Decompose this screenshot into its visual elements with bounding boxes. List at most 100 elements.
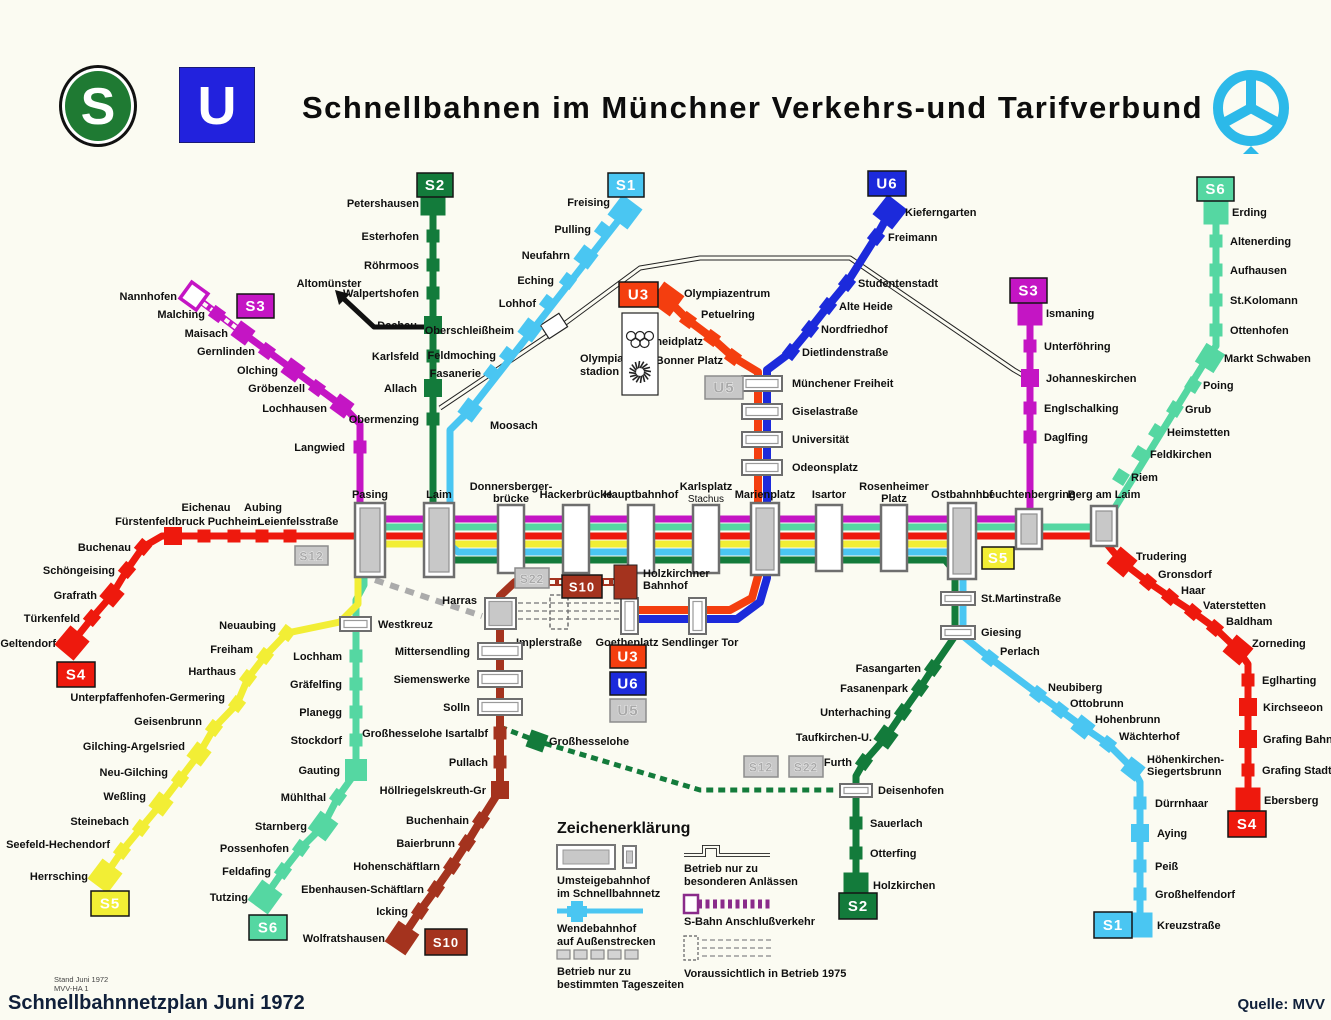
trunk-station-box: [496, 503, 526, 575]
badge-label: U5: [617, 703, 638, 720]
olympic-spiral-icon: [639, 361, 645, 369]
stand-note: Stand Juni 1972 MVV-HA 1: [54, 975, 108, 993]
station-marker: [1106, 546, 1138, 578]
station-marker: [273, 861, 293, 881]
trunk-station-box-inner: [359, 507, 381, 573]
station-label: Leienfelsstraße: [258, 516, 339, 528]
station-marker: [1028, 684, 1048, 704]
station-label: Walpertshofen: [343, 288, 419, 300]
station-marker: [131, 818, 151, 838]
station-label: Englschalking: [1044, 403, 1119, 415]
station-marker: [426, 879, 446, 899]
trunk-station-box-inner: [1095, 510, 1113, 542]
badge-label: U3: [617, 649, 638, 666]
trunk-station-label: Laim: [426, 489, 452, 501]
station-marker: [491, 781, 509, 799]
station-box-inner: [944, 594, 972, 603]
station-label: Studentenstadt: [858, 278, 938, 290]
station-marker: [457, 397, 483, 423]
station-label: Gräfelfing: [290, 679, 342, 691]
station-label: Icking: [376, 906, 408, 918]
trunk-station-box: [561, 503, 591, 575]
badge-label: S2: [425, 177, 445, 194]
station-label: Freiham: [210, 644, 253, 656]
station-box-planned: [549, 594, 569, 630]
station-marker: [255, 529, 269, 543]
station-label: Perlach: [1000, 646, 1040, 658]
station-marker: [980, 648, 1000, 668]
stand-line2: MVV-HA 1: [54, 984, 89, 993]
station-marker: [482, 363, 502, 383]
station-marker: [170, 769, 190, 789]
badge-label: U5: [713, 380, 734, 397]
u-bahn-logo-icon: U: [179, 67, 255, 143]
station-label: Planegg: [299, 707, 342, 719]
badge-u5: [609, 698, 647, 723]
station-marker: [800, 319, 820, 339]
station-marker: [291, 838, 311, 858]
station-marker: [525, 729, 549, 753]
station-label: Bonner Platz: [656, 355, 724, 367]
station-label: Ebersberg: [1264, 795, 1318, 807]
station-label: Großhesselohe Isartalbf: [362, 728, 488, 740]
station-label: Olympiazentrum: [684, 288, 770, 300]
station-marker: [1222, 634, 1254, 666]
station-label: Tutzing: [210, 892, 248, 904]
station-label: St.Kolomann: [1230, 295, 1298, 307]
station-marker: [230, 320, 256, 346]
station-label: Freising: [567, 197, 610, 209]
station-label: Furth: [824, 757, 852, 769]
station-label: Holzkirchen: [873, 880, 936, 892]
badge-label: U6: [617, 676, 638, 693]
plan-title: Schnellbahnnetzplan Juni 1972: [8, 992, 305, 1014]
badge-s3: [236, 293, 275, 319]
station-marker: [872, 194, 908, 230]
olympic-rings-icon: [639, 337, 650, 349]
badge-s6: [1196, 176, 1235, 202]
station-marker: [1098, 734, 1118, 754]
station-marker: [227, 694, 247, 714]
station-label: Eching: [517, 275, 554, 287]
station-marker: [607, 194, 643, 230]
station-marker: [1017, 300, 1043, 326]
legend-item-label: Wendebahnhof: [557, 923, 637, 935]
station-label: Unterhaching: [820, 707, 891, 719]
station-label: Implerstraße: [516, 637, 582, 649]
trunk-station-box: [879, 503, 909, 573]
station-label: Otterfing: [870, 848, 916, 860]
badge-label: S4: [1237, 816, 1257, 833]
station-label: Schöngeising: [43, 565, 115, 577]
legend-limited-times-icon: [573, 949, 588, 960]
s-logo-letter: S: [81, 78, 116, 136]
badge-label: S6: [1205, 181, 1225, 198]
station-label: Neu-Gilching: [100, 767, 168, 779]
station-label: Pulling: [554, 224, 591, 236]
station-marker: [1021, 369, 1039, 387]
station-label: Trudering: [1136, 551, 1187, 563]
station-label: Lochham: [293, 651, 342, 663]
station-marker: [1023, 339, 1037, 353]
station-marker: [426, 258, 440, 272]
station-label: Weßling: [103, 791, 146, 803]
station-label: Pullach: [449, 757, 488, 769]
trunk-station-label: Karlsplatz: [680, 481, 733, 493]
station-label: Stockdorf: [291, 735, 343, 747]
station-marker: [678, 310, 698, 330]
station-label: Eichenau: [182, 502, 231, 514]
station-label: Puchheim: [208, 516, 261, 528]
station-marker: [910, 678, 930, 698]
map-annotation: Altomünster: [297, 278, 363, 290]
olympic-spiral-icon: [631, 364, 637, 371]
station-label: Feldkirchen: [1150, 449, 1212, 461]
badge-u6: [867, 170, 907, 197]
station-marker: [426, 286, 440, 300]
station-label: Hohenschäftlarn: [353, 861, 440, 873]
legend-special-icon: [684, 845, 770, 857]
station-marker: [1183, 602, 1203, 622]
station-marker: [1209, 263, 1223, 277]
legend-item-label: Voraussichtlich in Betrieb 1975: [684, 968, 846, 980]
station-label: Ismaning: [1046, 308, 1094, 320]
badge-label: U6: [876, 176, 897, 193]
trunk-station-label: Leuchtenbergring: [982, 489, 1076, 501]
station-label: Petershausen: [347, 198, 419, 210]
